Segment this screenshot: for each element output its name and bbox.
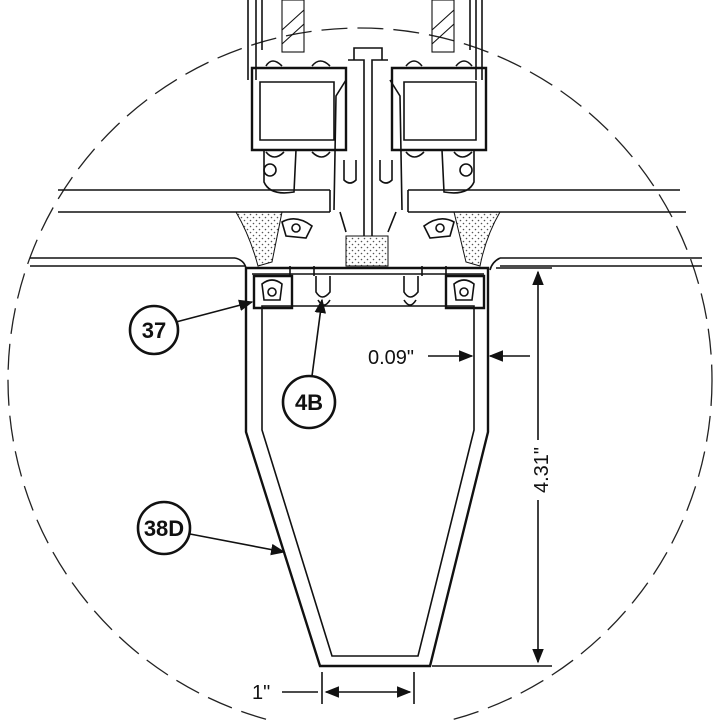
- callout-4b: 4B: [281, 298, 337, 430]
- width-label: 1": [252, 682, 270, 704]
- callout-37-label: 37: [142, 318, 166, 343]
- callout-37: 37: [128, 299, 254, 356]
- callout-38d: 38D: [136, 500, 286, 556]
- center-setting-block: [345, 235, 389, 267]
- depth-dimension: 4.31": [432, 267, 553, 667]
- wall-thickness-label: 0.09": [368, 347, 414, 369]
- left-sealant: [235, 211, 283, 267]
- depth-label: 4.31": [531, 447, 553, 493]
- right-sealant: [453, 211, 501, 267]
- gasket-clips: [252, 266, 486, 310]
- mullion-tube: [244, 266, 490, 668]
- lower-glass-panel: [30, 257, 702, 271]
- callout-38d-label: 38D: [144, 516, 184, 541]
- detail-boundary-circle: [7, 27, 713, 726]
- wall-thickness-dimension: 0.09": [368, 347, 530, 369]
- width-dimension: 1": [252, 672, 415, 704]
- callout-4b-label: 4B: [295, 390, 323, 415]
- upper-frame: [247, 0, 488, 239]
